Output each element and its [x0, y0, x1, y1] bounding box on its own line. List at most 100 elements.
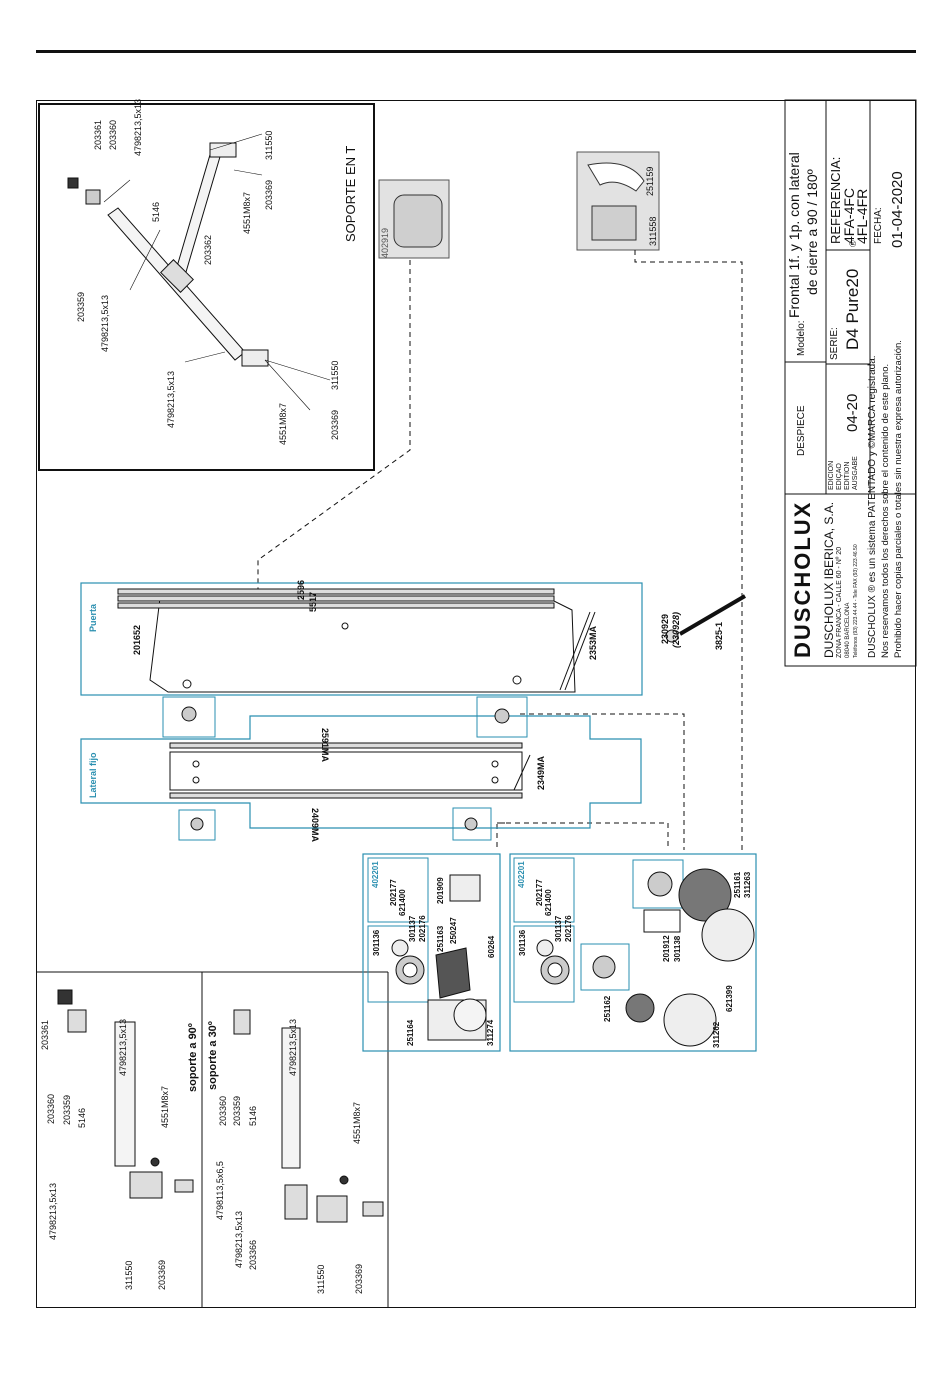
- soporte-30-title: soporte a 30º: [207, 1021, 219, 1090]
- t-bars-drawing: [67, 142, 269, 367]
- modelo-line-2: de cierre a 90 / 180º: [804, 169, 820, 295]
- modelo-line-1: Frontal 1f. y 1p. con lateral: [786, 152, 802, 318]
- label-311550-b: 311550: [330, 360, 340, 390]
- label-203360: 203360: [108, 119, 118, 150]
- brand-logo: DUSCHOLUX: [790, 500, 815, 658]
- label-5146: 5146: [151, 201, 161, 222]
- label-2409MA: 2409MA: [310, 808, 320, 843]
- hu-202177: 202177: [389, 879, 398, 906]
- rod-drawing: [678, 594, 747, 636]
- label-screw-a: 4798213,5x13: [133, 98, 143, 156]
- s30-203360: 203360: [218, 1095, 228, 1126]
- despiece-label: DESPIECE: [796, 405, 807, 456]
- puerta-box: [80, 582, 643, 696]
- lateral-box: [80, 715, 642, 829]
- label-2596: 2596: [296, 579, 306, 600]
- referencia-2: 4FL-4FR: [854, 188, 870, 244]
- label-5517: 5517: [308, 591, 318, 612]
- hu-202176: 202176: [418, 915, 427, 942]
- hinge-upper-parts: [391, 874, 487, 1041]
- puerta-drawing: [117, 588, 596, 693]
- hu-402201: 402201: [371, 861, 380, 888]
- label-311550-a: 311550: [264, 130, 274, 160]
- edicion-label-4: AUSGABE: [852, 456, 859, 490]
- edicion-label-2: EDIÇAO: [836, 463, 843, 490]
- s90-5146: 5146: [77, 1107, 87, 1128]
- label-203369-a: 203369: [264, 179, 274, 210]
- hl-402201: 402201: [517, 861, 526, 888]
- modelo-label: Modelo:: [796, 320, 807, 356]
- hl-202176: 202176: [564, 915, 573, 942]
- hl-301136: 301136: [518, 929, 527, 956]
- label-screw-b: 4798213,5x13: [100, 294, 110, 352]
- legal-line-3: Prohibido hacer copias parciales o total…: [893, 340, 904, 658]
- hu-250247: 250247: [449, 917, 458, 944]
- s90-203359: 203359: [62, 1094, 72, 1125]
- legal-line-2: Nos reservamos todos los derechos sobre …: [880, 363, 891, 658]
- puerta-title: Puerta: [88, 603, 98, 632]
- hu-311274: 311274: [486, 1019, 495, 1046]
- hinge-upper-box: [362, 853, 501, 1052]
- hl-201912: 201912: [662, 935, 671, 962]
- s30-203369: 203369: [354, 1263, 364, 1294]
- hl-621399: 621399: [725, 985, 734, 1012]
- lateral-title: Lateral fijo: [88, 752, 98, 798]
- hl-301137: 301137: [554, 915, 563, 942]
- hl-251161: 251161: [733, 871, 742, 898]
- fecha-label: FECHA:: [873, 207, 884, 244]
- label-203369-b: 203369: [330, 409, 340, 440]
- label-2591MA: 2591MA: [320, 728, 330, 763]
- fecha-value: 01-04-2020: [889, 171, 906, 248]
- company-address2: 08040 BARCELONA: [845, 602, 851, 658]
- hinge-lower-sub-box-a: [513, 857, 575, 923]
- hu-251163: 251163: [436, 925, 445, 952]
- label-3825-1: 3825-1: [714, 621, 724, 650]
- s90-203369: 203369: [157, 1259, 167, 1290]
- soporte-t-box: [38, 103, 375, 471]
- label-402919: 402919: [380, 227, 390, 258]
- hinge-lower-sub-box-c: [580, 943, 630, 991]
- hl-311263: 311263: [743, 871, 752, 898]
- label-251159: 251159: [645, 166, 655, 196]
- s90-203360: 203360: [46, 1093, 56, 1124]
- s30-311550: 311550: [316, 1264, 326, 1294]
- label-230929: 230929: [660, 613, 670, 644]
- hl-621400: 621400: [544, 889, 553, 916]
- t-leader-lines: [103, 133, 331, 411]
- s90-screw: 4798213,5x13: [118, 1018, 128, 1076]
- serie-value: D4 Pure20: [843, 268, 862, 350]
- label-2349MA: 2349MA: [536, 755, 546, 790]
- label-screw-c: 4798213,5x13: [166, 370, 176, 428]
- company-phones: Teléfonos (93) 223.44.44 - Tele FAX (93)…: [853, 544, 859, 658]
- edicion-label-3: EDITION: [844, 461, 851, 490]
- s30-203366: 203366: [248, 1239, 258, 1270]
- clip-a-drawing: [587, 162, 645, 192]
- company-address1: ZONA FRANCA - CALLE 60 - Nº 20: [836, 546, 843, 658]
- edicion-label-1: EDICION: [828, 460, 835, 490]
- label-311558: 311558: [648, 216, 658, 246]
- hl-202177: 202177: [535, 879, 544, 906]
- s30-screw-small: 4798113,5x6,5: [215, 1161, 225, 1220]
- s30-screw: 4798213,5x13: [288, 1018, 298, 1076]
- soporte-t-title: SOPORTE EN T: [343, 145, 358, 242]
- hu-60264: 60264: [487, 935, 496, 958]
- edicion-value: 04-20: [844, 393, 861, 432]
- hl-301138: 301138: [673, 935, 682, 962]
- company-name: DUSCHOLUX IBERICA, S.A.: [822, 501, 836, 658]
- label-230928: (230928): [671, 611, 681, 648]
- hinge-lower-box: [509, 853, 757, 1052]
- hinge-lower-sub-box-b: [513, 925, 575, 1003]
- title-block-frame: [784, 99, 917, 667]
- clip-b-drawing: [591, 205, 637, 241]
- s90-311550: 311550: [124, 1260, 134, 1290]
- soporte-30-drawing: [233, 1009, 384, 1223]
- soporte-90-title: soporte a 90º: [187, 1023, 199, 1092]
- cap-drawing: [665, 629, 679, 643]
- label-203361: 203361: [93, 119, 103, 150]
- hu-301136: 301136: [372, 929, 381, 956]
- hinge-thumbnail-parts: [181, 706, 510, 831]
- lateral-drawing: [169, 742, 531, 799]
- drawing-frame: [36, 100, 916, 1308]
- s30-5146: 5146: [248, 1105, 258, 1126]
